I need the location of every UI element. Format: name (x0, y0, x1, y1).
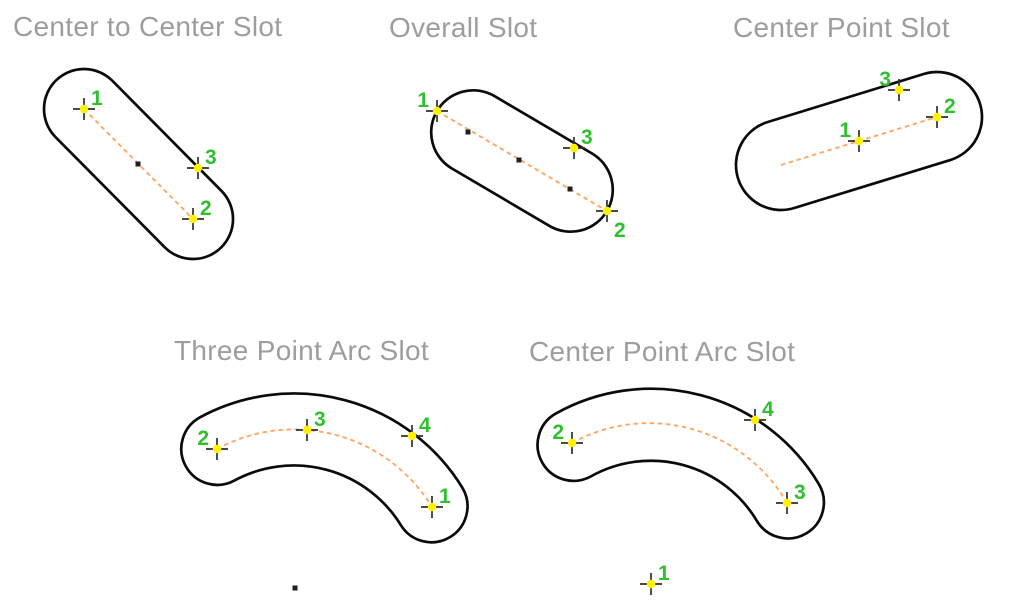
center-point-arc-slot-figure: 1 2 3 4 (536, 387, 826, 596)
marker-label: 3 (581, 126, 593, 149)
slot-outline (179, 392, 469, 544)
marker-label: 2 (197, 427, 209, 450)
center-point-slot-figure: 1 2 3 (734, 68, 984, 212)
title-center-point-slot: Center Point Slot (733, 12, 950, 43)
marker-label: 3 (314, 408, 326, 431)
title-center-to-center-slot: Center to Center Slot (13, 11, 283, 42)
slot-centerline (436, 110, 608, 212)
slot-arc-centerline (571, 422, 788, 504)
marker-label: 3 (205, 146, 217, 169)
marker-label: 3 (794, 481, 806, 504)
marker-label: 1 (839, 119, 851, 142)
three-point-arc-slot-figure: 1 2 3 4 (179, 392, 469, 591)
crosshair-marker (887, 78, 911, 102)
midpoint-dot (516, 157, 522, 163)
slot-outline (42, 67, 235, 261)
marker-label: 1 (439, 485, 451, 508)
overall-slot-figure: 1 2 3 (417, 88, 626, 242)
marker-label: 2 (614, 219, 626, 242)
crosshair-marker (425, 99, 449, 123)
arc-center-dot (465, 129, 471, 135)
slot-outline (536, 387, 826, 540)
slot-centerline (83, 108, 194, 220)
marker-label: 1 (91, 87, 103, 110)
arc-center-dot (292, 585, 298, 591)
slot-outline (734, 70, 984, 212)
marker-label: 1 (417, 89, 429, 112)
marker-label: 4 (419, 414, 431, 437)
marker-label: 2 (200, 197, 212, 220)
marker-label: 1 (658, 562, 670, 585)
title-center-point-arc-slot: Center Point Arc Slot (529, 336, 796, 367)
arc-center-dot (567, 186, 573, 192)
title-overall-slot: Overall Slot (389, 12, 538, 43)
crosshair-marker (560, 431, 584, 455)
marker-label: 4 (762, 398, 774, 421)
marker-label: 3 (879, 68, 891, 91)
center-to-center-slot-figure: 1 2 3 (42, 67, 235, 261)
title-three-point-arc-slot: Three Point Arc Slot (174, 335, 430, 366)
crosshair-marker (847, 129, 871, 153)
slot-arc-centerline (216, 428, 433, 508)
marker-label: 2 (552, 421, 564, 444)
midpoint-dot (135, 161, 141, 167)
crosshair-marker (205, 437, 229, 461)
marker-label: 2 (944, 95, 956, 118)
